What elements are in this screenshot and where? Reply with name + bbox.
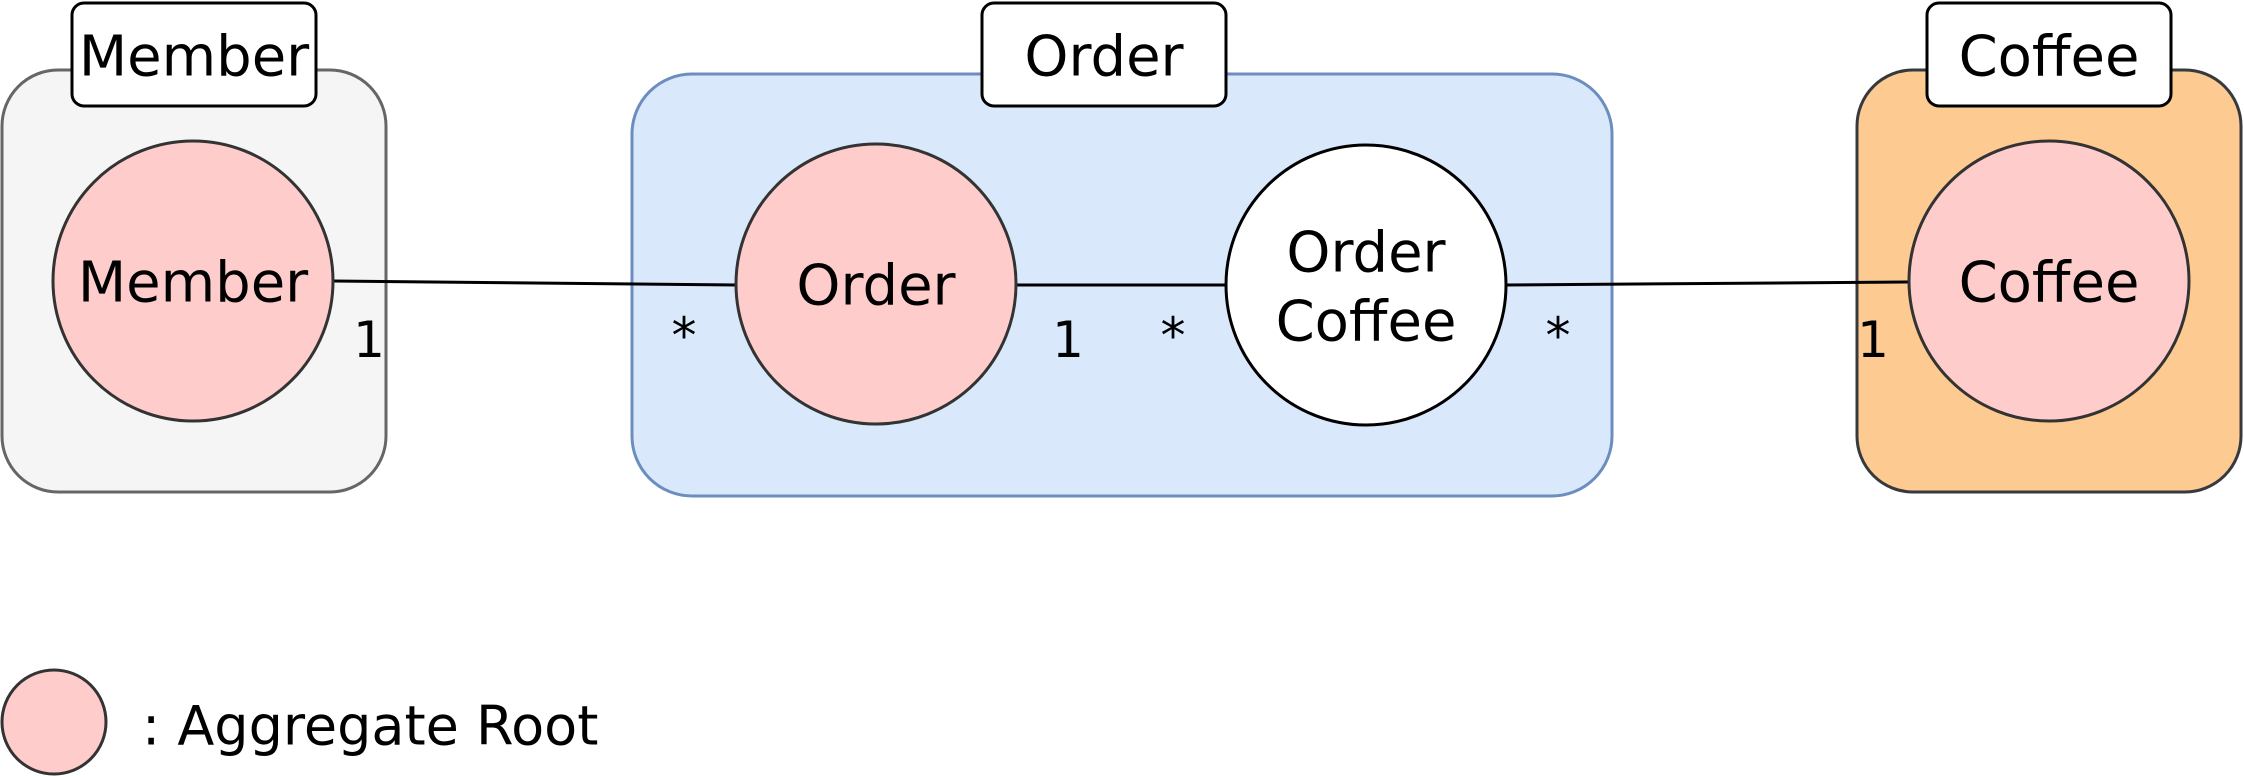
multiplicity-coffee-side: 1: [1857, 311, 1889, 369]
coffee-circle: [1907, 139, 2191, 423]
coffee-node: Coffee: [1907, 139, 2191, 423]
multiplicity-member-side: 1: [353, 311, 385, 369]
member-context-tab: [70, 1, 318, 108]
order-node-label: Order: [796, 254, 956, 319]
coffee-context-tab: [1925, 1, 2173, 108]
ordercoffee-coffee-connector: [1505, 280, 1910, 287]
legend: : Aggregate Root: [0, 668, 598, 776]
coffee-node-label: Coffee: [1959, 251, 2140, 316]
multiplicity-order-member-side: *: [672, 307, 697, 365]
order-coffee-node-label-line1: Order: [1286, 221, 1446, 286]
member-circle: [51, 139, 335, 423]
order-circle: [734, 142, 1018, 426]
order-coffee-node: Order Coffee: [1224, 143, 1508, 427]
order-coffee-node-label-line2: Coffee: [1276, 290, 1457, 355]
member-context-label: Member: [79, 25, 310, 90]
member-node-label: Member: [78, 251, 309, 316]
multiplicity-order-side: 1: [1052, 311, 1084, 369]
member-node: Member: [51, 139, 335, 423]
order-context-label: Order: [1024, 25, 1184, 90]
order-coffee-circle: [1224, 143, 1508, 427]
legend-aggregate-root-swatch: [0, 668, 108, 776]
legend-aggregate-root-label: : Aggregate Root: [142, 695, 598, 758]
multiplicity-ordercoffee-coffee-side: *: [1546, 307, 1571, 365]
coffee-context-label: Coffee: [1959, 25, 2140, 90]
multiplicity-ordercoffee-order-side: *: [1161, 307, 1186, 365]
order-node: Order: [734, 142, 1018, 426]
member-order-connector: [333, 279, 738, 287]
order-context-tab: [980, 1, 1228, 108]
